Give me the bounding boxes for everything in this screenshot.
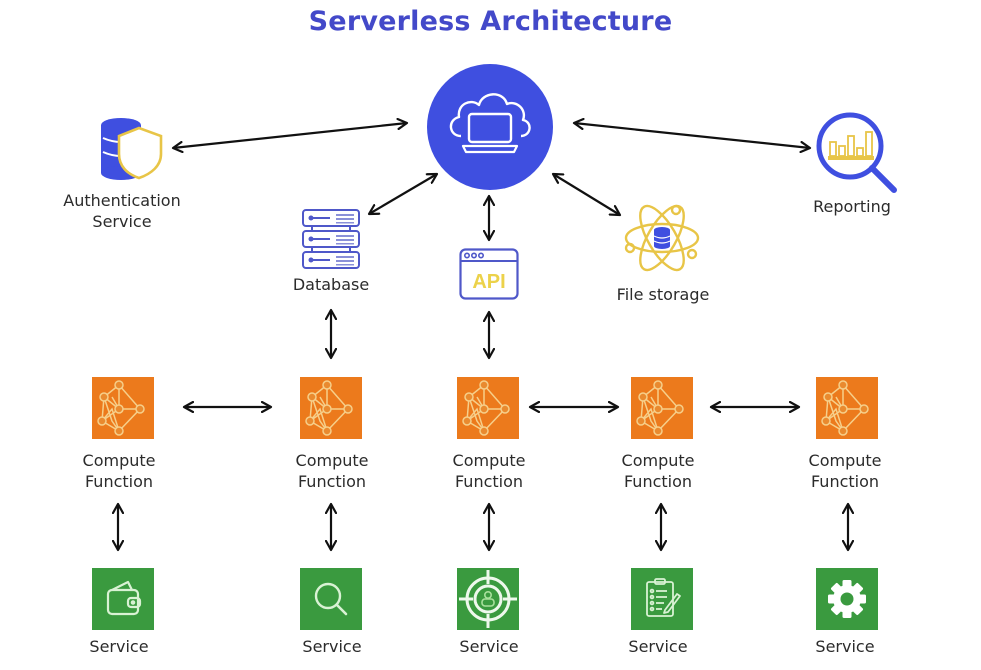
compute-function-4[interactable]	[631, 377, 693, 439]
service-label: Service	[89, 637, 149, 656]
compute-function-5[interactable]	[816, 377, 878, 439]
target-user-icon	[459, 570, 517, 628]
wallet-icon	[106, 580, 142, 616]
reporting-node[interactable]	[812, 110, 902, 198]
label-line: Authentication	[63, 191, 181, 210]
authentication-service-label: Authentication Service	[63, 190, 180, 232]
service-4[interactable]	[631, 568, 693, 630]
service-label: Service	[302, 637, 362, 656]
gear-icon	[828, 580, 866, 618]
label-line: Service	[92, 212, 152, 231]
label-line: Compute	[621, 451, 695, 470]
magnifier-chart-icon	[816, 112, 897, 193]
network-graph-icon	[97, 380, 145, 436]
arrow-hub-file-storage	[553, 174, 620, 215]
compute-function-label: Compute Function	[83, 450, 156, 492]
arrow-hub-reporting	[574, 123, 810, 148]
compute-function-label: Compute Function	[622, 450, 695, 492]
compute-function-label: Compute Function	[296, 450, 369, 492]
search-icon	[314, 582, 348, 616]
service-label: Service	[815, 637, 875, 656]
label-line: Function	[623, 472, 693, 491]
network-graph-icon	[305, 380, 353, 436]
clipboard-pen-icon	[646, 578, 681, 617]
service-label: Service	[628, 637, 688, 656]
diagram-title: Serverless Architecture	[308, 6, 673, 37]
service-1[interactable]	[92, 568, 154, 630]
network-graph-icon	[821, 380, 869, 436]
server-rack-icon	[302, 209, 360, 269]
compute-function-label: Compute Function	[809, 450, 882, 492]
atom-database-icon	[624, 204, 700, 272]
label-line: Compute	[82, 451, 156, 470]
service-3[interactable]	[457, 568, 519, 630]
compute-function-3[interactable]	[457, 377, 519, 439]
label-line: Compute	[452, 451, 526, 470]
file-storage-node[interactable]	[622, 196, 702, 280]
api-text: API	[472, 271, 505, 293]
service-5[interactable]	[816, 568, 878, 630]
database-node[interactable]	[300, 208, 362, 270]
api-node[interactable]: API	[459, 248, 519, 300]
service-label: Service	[459, 637, 519, 656]
network-graph-icon	[462, 380, 510, 436]
database-label: Database	[292, 275, 370, 294]
label-line: Compute	[295, 451, 369, 470]
label-line: Function	[810, 472, 880, 491]
reporting-label: Reporting	[813, 197, 891, 216]
label-line: Function	[297, 472, 367, 491]
arrow-hub-auth	[173, 123, 407, 148]
label-line: Function	[454, 472, 524, 491]
compute-function-1[interactable]	[92, 377, 154, 439]
compute-function-label: Compute Function	[453, 450, 526, 492]
label-line: Function	[84, 472, 154, 491]
file-storage-label: File storage	[616, 285, 710, 304]
compute-function-2[interactable]	[300, 377, 362, 439]
cloud-hub[interactable]	[427, 64, 553, 190]
network-graph-icon	[636, 380, 684, 436]
api-window-icon: API	[459, 248, 519, 300]
authentication-service-node[interactable]	[95, 116, 165, 182]
cloud-laptop-icon	[427, 64, 553, 190]
label-line: Compute	[808, 451, 882, 470]
database-shield-icon	[101, 118, 163, 180]
service-2[interactable]	[300, 568, 362, 630]
